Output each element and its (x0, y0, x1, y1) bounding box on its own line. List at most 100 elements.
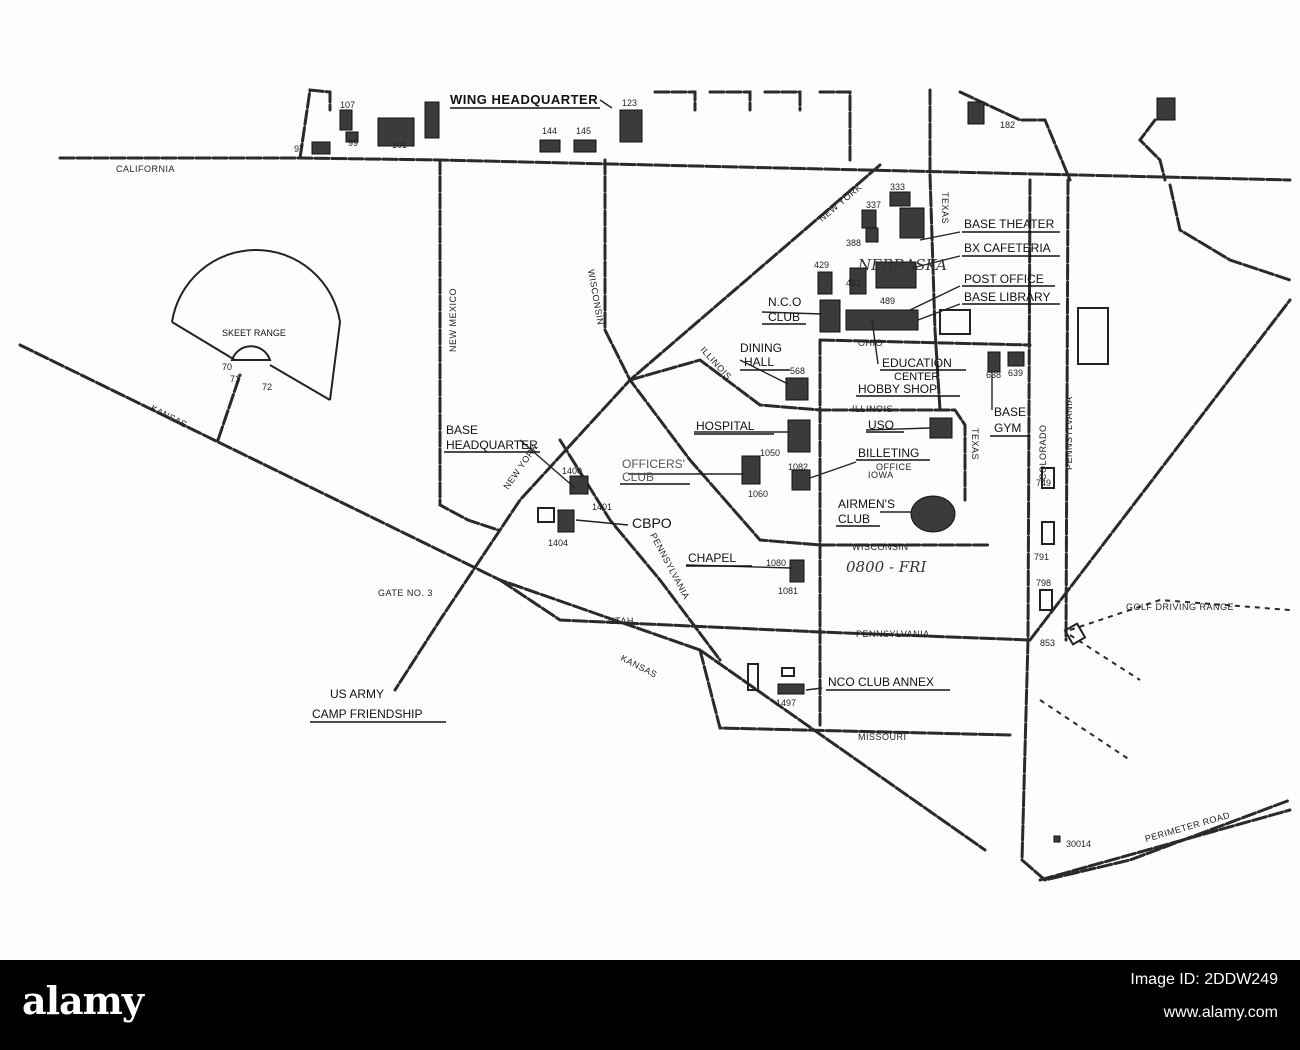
map-drawing: CALIFORNIA KANSAS KANSAS NEW MEXICO WISC… (18, 88, 1292, 882)
street-names: CALIFORNIA KANSAS KANSAS NEW MEXICO WISC… (116, 164, 1231, 844)
building-nco (819, 299, 841, 333)
label-center: CENTER (894, 371, 939, 383)
skeet-inner-arc (230, 345, 272, 361)
skeet-right-line (269, 364, 331, 401)
num-1050: 1050 (760, 448, 780, 458)
road-kansas (18, 343, 987, 852)
num-99: 99 (348, 138, 358, 148)
label-airmens-2: CLUB (838, 512, 870, 526)
num-749: 749 (1036, 478, 1051, 488)
num-70: 70 (222, 362, 232, 372)
label-us-army: US ARMY (330, 687, 384, 701)
num-182: 182 (1000, 120, 1015, 130)
building-annex-lot2 (781, 667, 795, 677)
label-bx-cafeteria: BX CAFETERIA (964, 241, 1051, 255)
skeet-arc (171, 249, 342, 401)
road-colorado (1020, 178, 1292, 882)
leader-dining (739, 359, 789, 385)
building-489 (845, 309, 919, 331)
building-791 (1041, 521, 1055, 545)
road-perimeter-east (1028, 298, 1292, 642)
num-97: 97 (294, 144, 304, 154)
building-107 (339, 109, 353, 131)
num-481: 481 (846, 278, 861, 288)
label-base-library: BASE LIBRARY (964, 290, 1050, 304)
street-wisconsin-south: WISCONSIN (852, 542, 909, 552)
building-ne (1156, 97, 1176, 121)
alamy-logo: alamy (22, 978, 144, 1023)
road-utah (498, 578, 1032, 642)
buildings (311, 97, 1176, 843)
num-107: 107 (340, 100, 355, 110)
street-colorado: COLORADO (1038, 424, 1048, 480)
building-1082 (791, 469, 811, 491)
label-billeting-office: OFFICE (876, 462, 912, 472)
road-perimeter (1038, 808, 1292, 882)
num-145: 145 (576, 126, 591, 136)
street-nebraska: NEBRASKA (857, 256, 947, 274)
leader-library (917, 303, 961, 321)
leader-education (871, 319, 879, 365)
leader-billeting (809, 461, 857, 479)
street-pennsylvania-south: PENNSYLVANIA (856, 629, 930, 639)
leader-theater (919, 231, 961, 241)
street-texas-north: TEXAS (940, 192, 950, 224)
building-639 (1007, 351, 1025, 367)
building-airmens (910, 495, 956, 533)
street-ohio: OHIO (858, 338, 883, 348)
label-education: EDUCATION (882, 356, 952, 370)
building-uso (929, 417, 953, 439)
label-camp-friendship: CAMP FRIENDSHIP (312, 707, 422, 721)
num-489: 489 (880, 296, 895, 306)
building-1404-lot (537, 507, 555, 523)
label-post-office: POST OFFICE (964, 272, 1044, 286)
building-123 (619, 109, 643, 143)
building-1060 (741, 455, 761, 485)
street-wisconsin-north: WISCONSIN (586, 269, 606, 326)
building-798 (1039, 589, 1053, 611)
label-base-gym-2: GYM (994, 421, 1021, 435)
num-1401: 1401 (592, 502, 612, 512)
label-base-hq-2: HEADQUARTER (446, 438, 538, 452)
street-missouri: MISSOURI (858, 732, 907, 742)
road-new-mexico (438, 158, 500, 532)
image-id: Image ID: 2DDW249 (1130, 971, 1278, 988)
num-72: 72 (262, 382, 272, 392)
label-dining-1: DINING (740, 341, 782, 355)
leader-nco (761, 311, 823, 315)
leader-cbpo (575, 519, 629, 526)
building-99 (345, 131, 359, 143)
leader-uso (865, 427, 931, 431)
label-airmens-1: AIRMEN'S (838, 497, 895, 511)
road-pennsylvania-east (1064, 178, 1070, 642)
building-638 (987, 351, 1001, 373)
label-cbpo: CBPO (632, 515, 672, 531)
street-iowa: IOWA (868, 470, 894, 480)
road-golf-range (1069, 598, 1291, 681)
label-base-theater: BASE THEATER (964, 217, 1055, 231)
num-101: 101 (392, 140, 407, 150)
label-skeet-range: SKEET RANGE (222, 328, 286, 338)
label-nco-club-2: CLUB (768, 310, 800, 324)
num-429: 429 (814, 260, 829, 270)
building-145 (573, 139, 597, 153)
num-337: 337 (866, 200, 881, 210)
building-30014 (1053, 835, 1061, 843)
building-101 (377, 117, 415, 147)
num-1404: 1404 (548, 538, 568, 548)
num-639: 639 (1008, 368, 1023, 378)
label-hobby-shop: HOBBY SHOP (858, 382, 937, 396)
leader-lines (519, 99, 993, 691)
label-handwritten-note: 0800 - FRI (846, 558, 927, 576)
num-638: 638 (986, 370, 1001, 380)
building-97 (311, 141, 331, 155)
building-theater (899, 207, 925, 239)
building-333 (889, 191, 911, 207)
label-underlines (310, 107, 1060, 723)
num-1497: 1497 (776, 698, 796, 708)
label-officers-1: OFFICERS' (622, 457, 685, 471)
building-golf (1063, 622, 1087, 646)
num-1082: 1082 (788, 462, 808, 472)
street-new-mexico: NEW MEXICO (448, 288, 458, 352)
leader-annex (805, 687, 823, 691)
